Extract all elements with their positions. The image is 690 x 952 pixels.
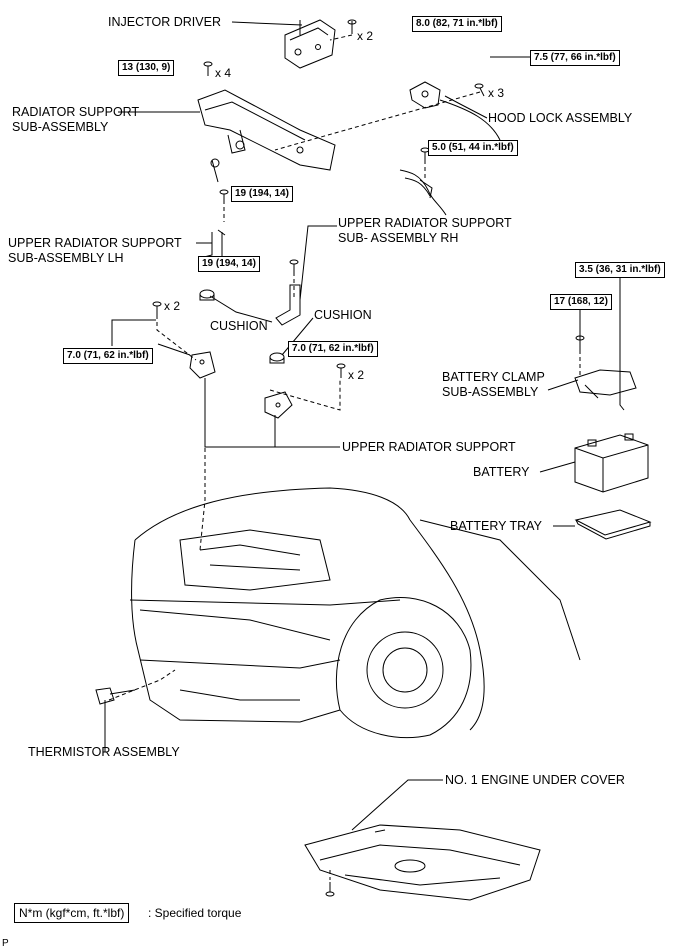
battery-part: [574, 433, 649, 493]
bolt-hood-lock: [474, 83, 485, 97]
torque-rh-top: 19 (194, 14): [198, 256, 260, 272]
radiator-support-part: [197, 89, 336, 183]
leader-lh-bolt: [111, 319, 156, 346]
label-battery-tray: BATTERY TRAY: [450, 519, 542, 533]
torque-battery-clamp-b: 17 (168, 12): [550, 294, 612, 310]
label-battery-clamp-line2: SUB-ASSEMBLY: [442, 385, 539, 399]
vehicle-outline: [129, 487, 581, 739]
bolt-injector: [347, 19, 357, 34]
injector-driver-part: [284, 19, 336, 69]
qty-rh-bottom: x 2: [348, 368, 365, 382]
bolt-lh-bottom: [152, 301, 162, 316]
leader-hood-lock: [444, 95, 488, 119]
leader-battery: [539, 461, 576, 473]
torque-battery-clamp-a: 3.5 (36, 31 in.*lbf): [575, 262, 665, 278]
torque-lh-top: 19 (194, 14): [231, 186, 293, 202]
thermistor-part: [95, 687, 136, 705]
label-under-cover: NO. 1 ENGINE UNDER COVER: [445, 773, 625, 787]
bolt-battery-clamp: [575, 335, 585, 350]
label-battery-clamp-line1: BATTERY CLAMP: [442, 370, 545, 384]
label-cushion-right: CUSHION: [314, 308, 372, 322]
label-thermistor: THERMISTOR ASSEMBLY: [28, 745, 180, 759]
leader-lh-bottom: [157, 343, 191, 356]
label-cushion-left: CUSHION: [210, 319, 268, 333]
qty-radiator-support: x 4: [215, 66, 232, 80]
torque-hood-lock: 7.5 (77, 66 in.*lbf): [530, 50, 620, 66]
qty-hood-lock: x 3: [488, 86, 505, 100]
leader-cushion-left: [209, 295, 273, 323]
label-radiator-support-line2: SUB-ASSEMBLY: [12, 120, 109, 134]
torque-lh-bottom: 7.0 (71, 62 in.*lbf): [63, 348, 153, 364]
label-rh-support-line2: SUB- ASSEMBLY RH: [338, 231, 459, 245]
bolt-rh-bottom: [336, 363, 346, 378]
cushion-left-part: [199, 289, 215, 301]
label-upper-radiator-support: UPPER RADIATOR SUPPORT: [342, 440, 516, 454]
label-radiator-support-line1: RADIATOR SUPPORT: [12, 105, 140, 119]
battery-tray-part: [574, 509, 652, 540]
legend-unit-box: N*m (kgf*cm, ft.*lbf): [14, 903, 130, 923]
label-battery: BATTERY: [473, 465, 530, 479]
torque-injector-driver: 8.0 (82, 71 in.*lbf): [412, 16, 502, 32]
hood-cable-part: [399, 169, 447, 216]
leader-upper-rad-a: [204, 380, 340, 448]
legend-text: : Specified torque: [148, 906, 242, 920]
battery-clamp-part: [574, 369, 637, 411]
leader-under-cover: [351, 779, 443, 831]
qty-injector-driver: x 2: [357, 29, 374, 43]
torque-radiator-support: 13 (130, 9): [118, 60, 175, 76]
lh-bracket-part: [189, 351, 216, 379]
rh-support-part: [275, 284, 301, 326]
qty-lh-bottom: x 2: [164, 299, 181, 313]
rh-bracket-part: [264, 391, 293, 419]
torque-hood-cable: 5.0 (51, 44 in.*lbf): [428, 140, 518, 156]
label-lh-support-line2: SUB-ASSEMBLY LH: [8, 251, 124, 265]
hood-lock-part: [409, 81, 501, 141]
leader-cushion-right: [281, 317, 314, 356]
cushion-right-part: [269, 352, 285, 364]
leader-battery-clamp: [547, 379, 579, 391]
under-cover-part: [304, 824, 541, 901]
bolt-radiator-support: [203, 61, 213, 76]
label-injector-driver: INJECTOR DRIVER: [108, 15, 221, 29]
footer-code: P: [2, 938, 9, 949]
bolt-lh-top: [219, 189, 229, 204]
label-rh-support-line1: UPPER RADIATOR SUPPORT: [338, 216, 512, 230]
leader-rh-support: [299, 225, 337, 301]
bolt-under-cover: [325, 882, 335, 897]
bolt-rh-top: [289, 259, 299, 274]
torque-rh-bottom: 7.0 (71, 62 in.*lbf): [288, 341, 378, 357]
leader-injector-driver: [231, 21, 303, 26]
label-hood-lock: HOOD LOCK ASSEMBLY: [488, 111, 633, 125]
label-lh-support-line1: UPPER RADIATOR SUPPORT: [8, 236, 182, 250]
